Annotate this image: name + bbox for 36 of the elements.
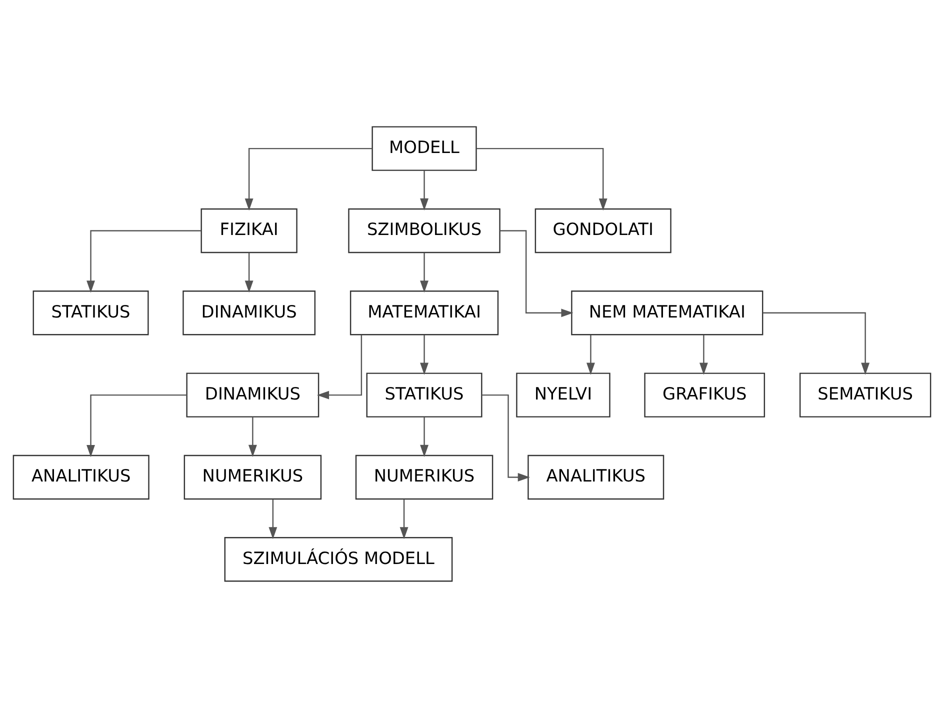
- arrow: [482, 394, 530, 481]
- node-box: SZIMBOLIKUS: [348, 208, 500, 253]
- node-box: SEMATIKUS: [799, 372, 932, 417]
- arrow: [762, 312, 870, 374]
- arrow: [268, 498, 278, 539]
- arrow: [420, 334, 428, 374]
- arrow: [244, 252, 254, 292]
- node-box: MATEMATIKAI: [350, 290, 499, 335]
- arrow: [476, 147, 608, 210]
- arrow: [316, 334, 362, 399]
- node-box: SZIMULÁCIÓS MODELL: [224, 536, 453, 582]
- node-box: ANALITIKUS: [528, 454, 664, 500]
- node-box: GONDOLATI: [534, 208, 672, 253]
- node-box: STATIKUS: [32, 290, 149, 335]
- node-box: NUMERIKUS: [355, 454, 494, 500]
- node-box: FIZIKAI: [200, 208, 298, 253]
- arrow: [86, 394, 187, 457]
- arrow: [420, 170, 428, 210]
- arrow: [86, 230, 202, 292]
- node-box: DINAMIKUS: [186, 372, 320, 417]
- arrow: [699, 334, 708, 374]
- node-box: NUMERIKUS: [184, 454, 322, 500]
- arrow: [244, 147, 372, 210]
- node-box: ANALITIKUS: [12, 454, 150, 500]
- arrow: [586, 334, 595, 374]
- node-box: DINAMIKUS: [182, 290, 316, 335]
- arrow: [500, 230, 574, 317]
- arrow: [400, 498, 408, 539]
- node-box: GRAFIKUS: [644, 372, 766, 417]
- node-box: STATIKUS: [366, 372, 482, 417]
- arrow: [420, 416, 428, 456]
- arrow: [248, 416, 257, 456]
- arrow: [420, 252, 428, 292]
- node-box: MODELL: [372, 126, 477, 170]
- node-box: NEM MATEMATIKAI: [571, 290, 764, 335]
- node-box: NYELVI: [516, 372, 610, 417]
